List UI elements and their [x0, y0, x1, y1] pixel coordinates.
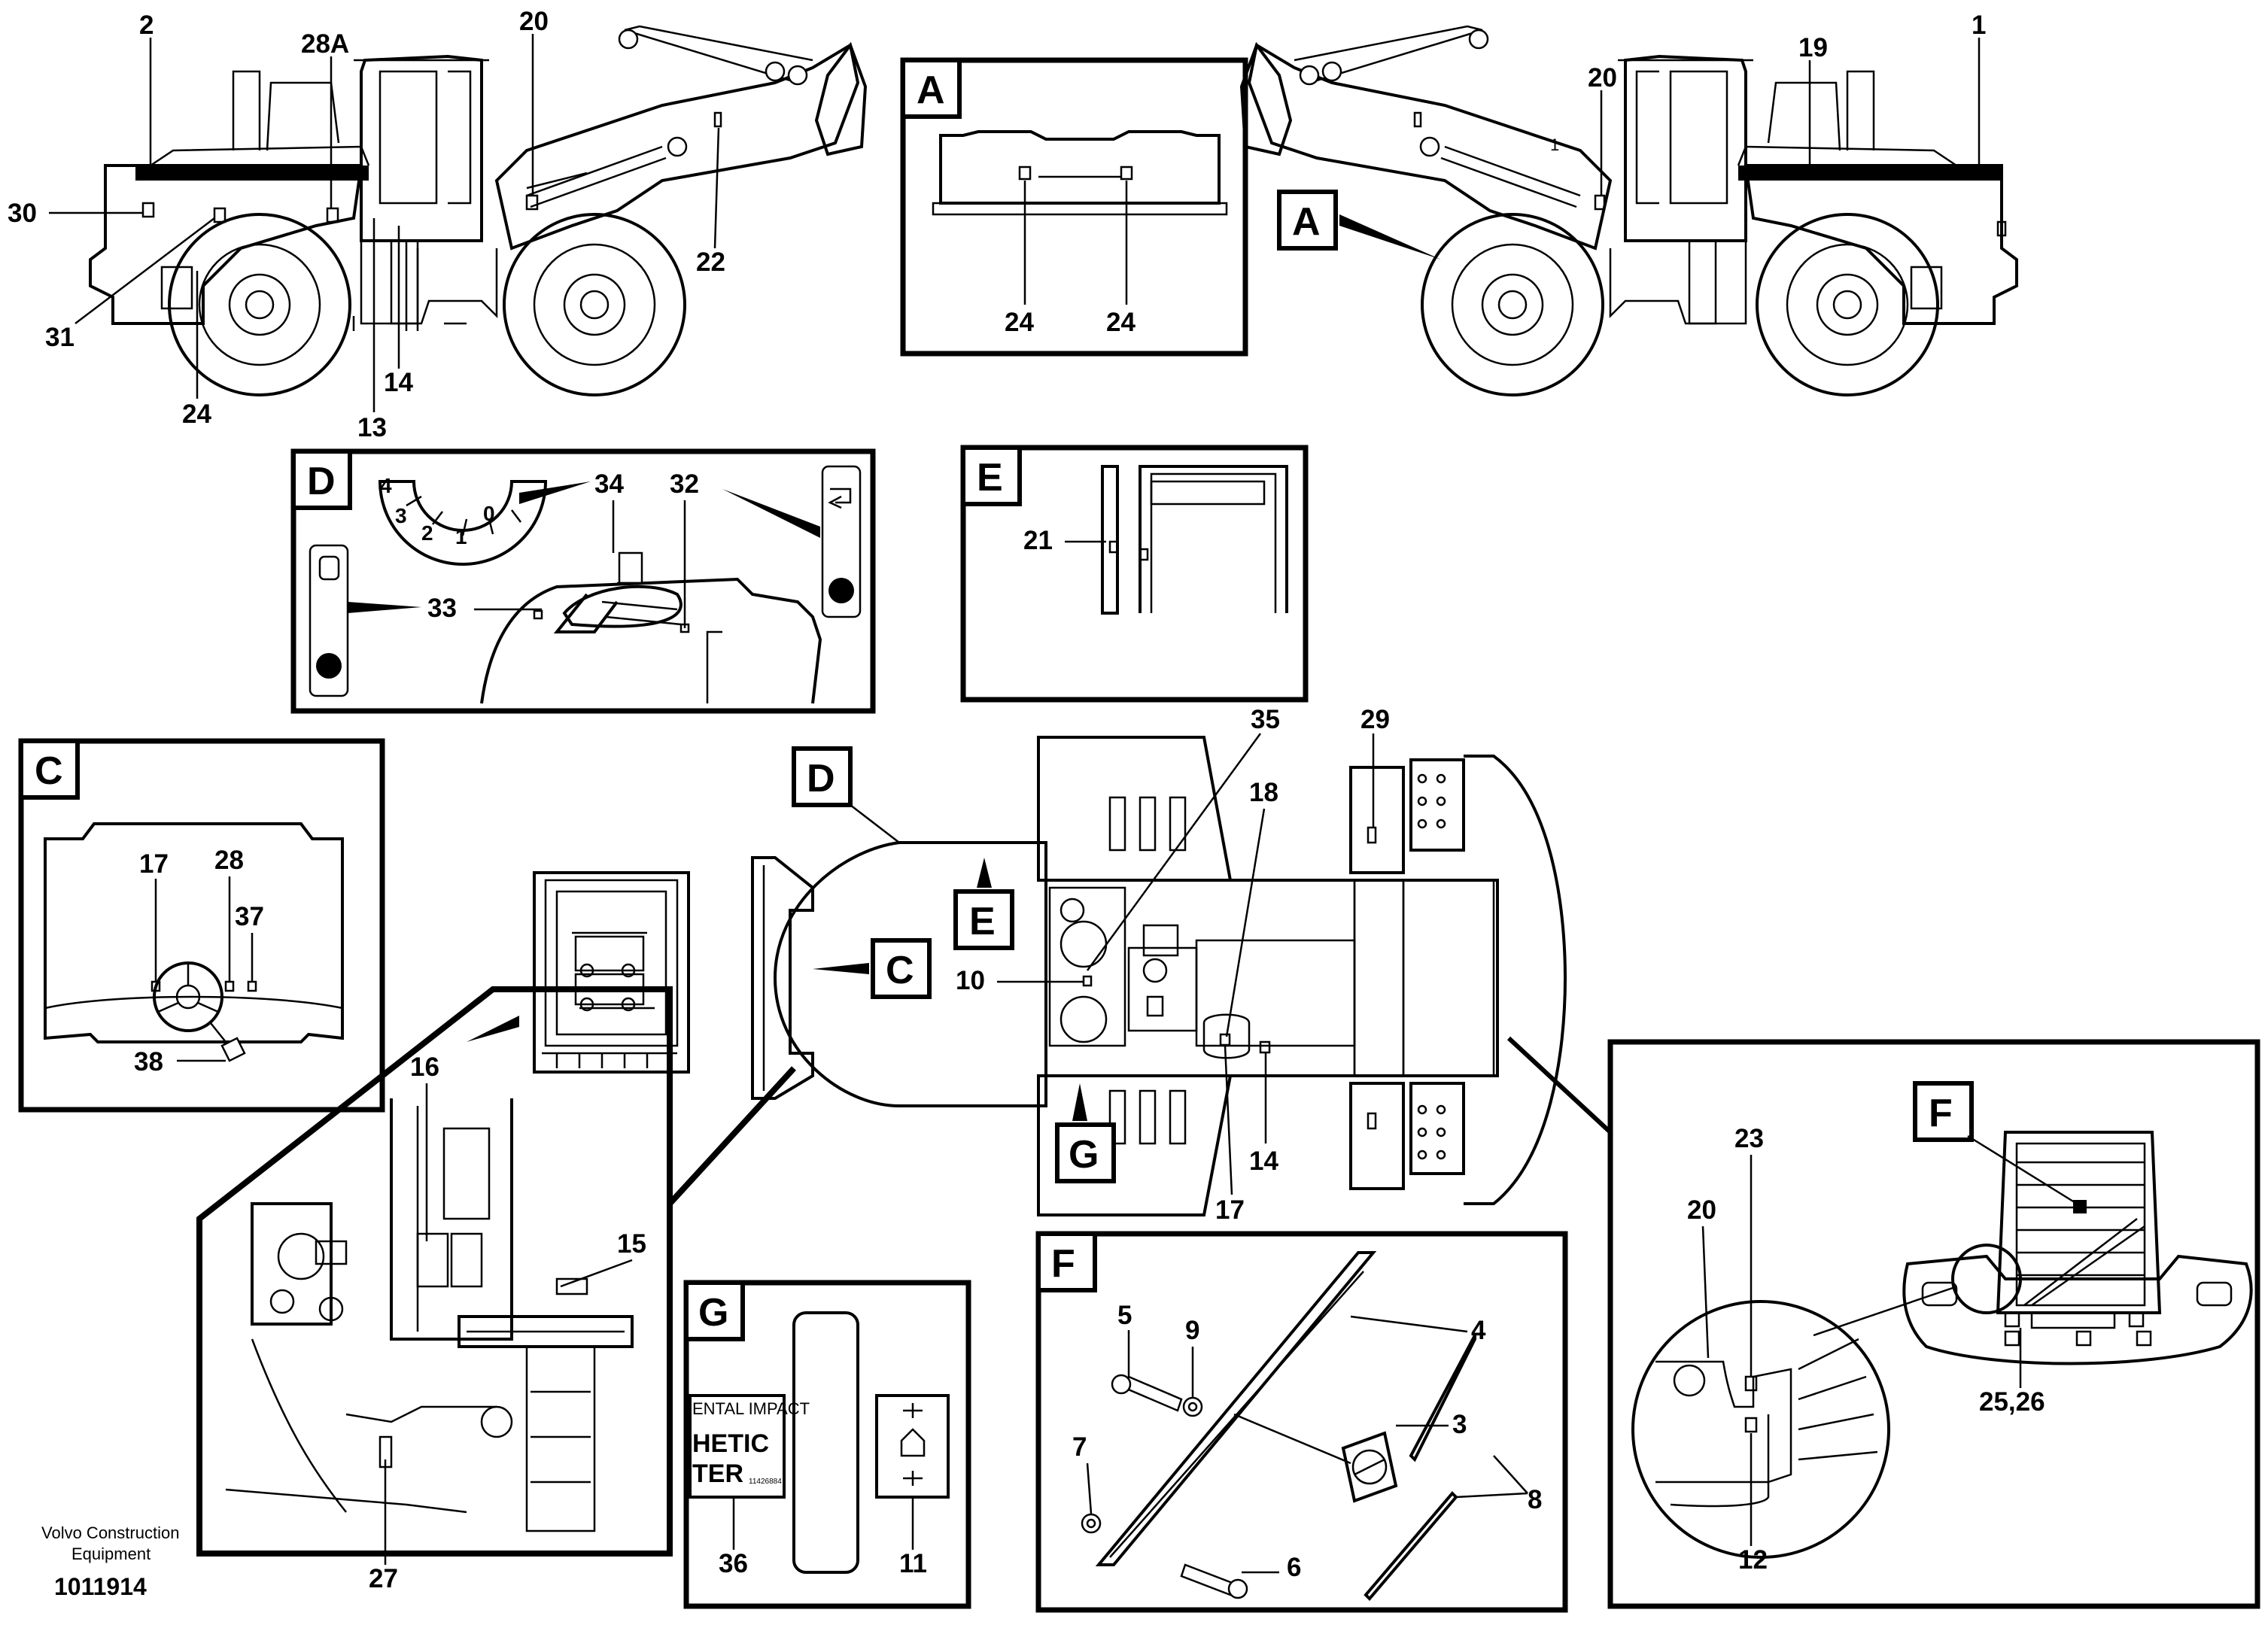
detail-view-f: F 5 9 4 3 8 7 6: [1035, 1231, 1568, 1613]
top-view-callouts: D E C G 35 29 18 10 14 17: [792, 705, 1390, 1225]
callout-32: 32: [670, 469, 699, 499]
detail-f-label: F: [1051, 1242, 1075, 1286]
detail-c-label: C: [35, 749, 63, 793]
decal-g-line3: TER: [692, 1459, 743, 1488]
callout-15: 15: [617, 1229, 646, 1259]
callout-14-top: 14: [1249, 1147, 1278, 1176]
decal-g-line2: HETIC: [692, 1429, 769, 1458]
callout-25-26: 25,26: [1979, 1387, 2045, 1417]
callout-1: 1: [1972, 11, 1986, 40]
brand-line-1: Volvo Construction: [41, 1523, 179, 1542]
callout-17-top: 17: [1215, 1195, 1245, 1225]
callout-14-left: 14: [384, 368, 413, 397]
detail-rear-view: F 23 20 12 25,26: [1506, 1036, 2260, 1609]
callout-34: 34: [594, 469, 624, 499]
callout-19: 19: [1798, 33, 1828, 62]
callout-18: 18: [1249, 778, 1278, 807]
figure-footer: Volvo Construction Equipment 1011914: [41, 1523, 179, 1600]
dial-tick-3: 3: [395, 504, 407, 527]
callout-31: 31: [45, 323, 74, 352]
decal-g-code: 11426884: [749, 1478, 782, 1486]
brand-line-2: Equipment: [71, 1544, 150, 1563]
dial-tick-4: 4: [380, 474, 392, 497]
callout-27: 27: [369, 1564, 398, 1593]
top-e-tag: E: [969, 900, 996, 943]
detail-view-c: C 17 28 37 38: [18, 738, 385, 1113]
callout-33: 33: [427, 594, 457, 623]
callout-9: 9: [1185, 1316, 1199, 1345]
callout-28a: 28A: [301, 29, 349, 59]
decal-g-line1: ENTAL IMPACT: [692, 1399, 810, 1418]
detail-e-label: E: [977, 456, 1003, 500]
rear-f-tag: F: [1929, 1092, 1953, 1135]
callout-24-a1: 24: [1005, 308, 1034, 337]
callout-36: 36: [719, 1549, 748, 1578]
callout-23: 23: [1734, 1124, 1764, 1153]
callout-37: 37: [235, 902, 264, 931]
detail-view-d: D 4 3 2 1 0 34 33 32: [290, 448, 876, 714]
callout-10: 10: [956, 966, 985, 995]
callout-8: 8: [1528, 1485, 1542, 1514]
top-g-tag: G: [1069, 1133, 1099, 1177]
right-view-callouts: 1 19 20: [1588, 11, 1986, 196]
callout-20-rear: 20: [1687, 1195, 1716, 1225]
callout-20-left: 20: [519, 7, 549, 36]
dial-tick-1: 1: [455, 525, 467, 548]
callout-5: 5: [1117, 1301, 1132, 1330]
callout-12: 12: [1738, 1545, 1768, 1575]
callout-24-left: 24: [182, 399, 211, 429]
detail-a-label: A: [917, 68, 945, 112]
loader-left-side-view: [89, 25, 868, 396]
figure-number: 1011914: [54, 1573, 147, 1600]
boom-mark-right: 1: [1550, 135, 1559, 154]
detail-g-label: G: [698, 1291, 728, 1335]
callout-2: 2: [139, 11, 154, 40]
detail-view-g: G ENTAL IMPACT HETIC TER 11426884 36 11: [683, 1280, 971, 1609]
dial-tick-0: 0: [483, 502, 495, 525]
detail-view-a: A 24 24: [900, 57, 1248, 357]
view-a-pointer: A: [1277, 190, 1441, 260]
callout-3: 3: [1452, 1410, 1467, 1439]
loader-top-view: [751, 736, 1567, 1216]
callout-17-c: 17: [139, 849, 169, 879]
callout-28: 28: [214, 846, 244, 875]
callout-38: 38: [134, 1047, 163, 1077]
detail-cab-platform: 16 15 27: [196, 871, 796, 1593]
callout-6: 6: [1287, 1553, 1301, 1582]
callout-30: 30: [8, 199, 37, 228]
top-d-tag: D: [807, 757, 835, 800]
dial-tick-2: 2: [421, 521, 433, 545]
callout-11: 11: [899, 1549, 927, 1578]
top-c-tag: C: [886, 949, 914, 992]
callout-7: 7: [1072, 1432, 1087, 1462]
callout-16: 16: [410, 1052, 439, 1082]
callout-4: 4: [1471, 1316, 1486, 1345]
detail-view-e: E 21: [960, 445, 1309, 703]
detail-d-label: D: [307, 460, 336, 503]
callout-20-right: 20: [1588, 63, 1617, 93]
callout-24-a2: 24: [1106, 308, 1136, 337]
callout-35: 35: [1251, 705, 1280, 734]
callout-13: 13: [357, 413, 387, 442]
callout-29: 29: [1360, 705, 1390, 734]
callout-21: 21: [1023, 526, 1053, 555]
top-view-wheels: [1108, 758, 1465, 1190]
view-a-tag-main: A: [1292, 200, 1321, 244]
callout-22: 22: [696, 248, 725, 277]
loader-right-side-view: 1: [1239, 25, 2018, 396]
left-view-callouts: 2 28A 20 30 31 22 24 13 14: [8, 7, 725, 442]
